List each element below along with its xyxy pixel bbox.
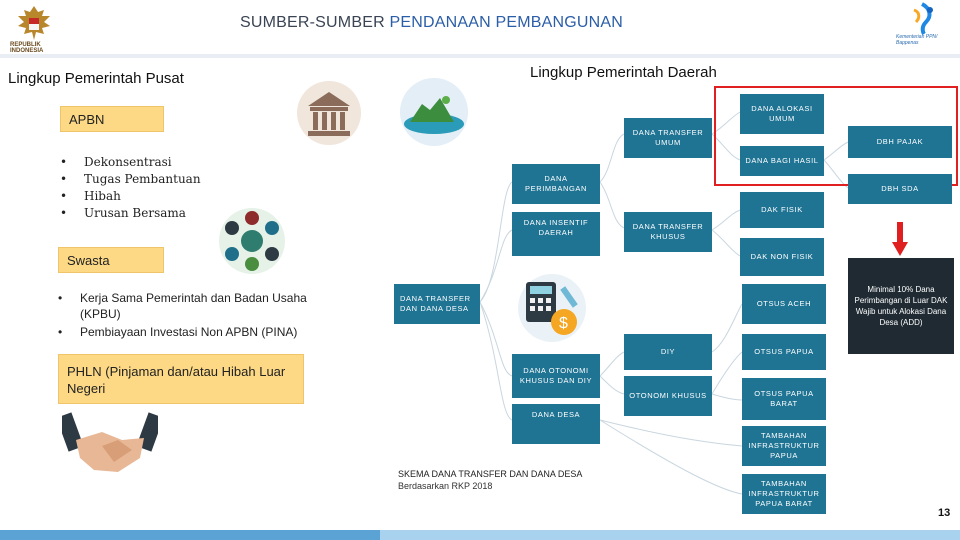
emblem-caption: REPUBLIK INDONESIA: [10, 42, 44, 54]
node-tambahan-infrastruktur-papua: TAMBAHAN INFRASTRUKTUR PAPUA: [742, 426, 826, 466]
garuda-emblem-icon: [18, 6, 50, 40]
header-bar: REPUBLIK INDONESIA SUMBER-SUMBER PENDANA…: [0, 0, 960, 58]
node-dana-perimbangan: DANA PERIMBANGAN: [512, 164, 600, 204]
phln-label-box: PHLN (Pinjaman dan/atau Hibah Luar Neger…: [58, 354, 304, 404]
list-item: Dekonsentrasi: [58, 154, 201, 171]
add-note-box: Minimal 10% Dana Perimbangan di Luar DAK…: [848, 258, 954, 354]
page-title: SUMBER-SUMBER PENDANAAN PEMBANGUNAN: [240, 14, 623, 32]
list-item: Pembiayaan Investasi Non APBN (PINA): [56, 324, 324, 340]
svg-text:$: $: [559, 315, 568, 332]
list-item: Urusan Bersama: [58, 205, 201, 222]
node-dak-fisik: DAK FISIK: [740, 192, 824, 228]
swasta-label: Swasta: [67, 252, 110, 268]
node-diy: DIY: [624, 334, 712, 370]
node-dana-transfer-dan-dana-desa: DANA TRANSFER DAN DANA DESA: [394, 284, 480, 324]
list-item: Hibah: [58, 188, 201, 205]
node-dana-transfer-umum: DANA TRANSFER UMUM: [624, 118, 712, 158]
node-otsus-papua-barat: OTSUS PAPUA BARAT: [742, 378, 826, 420]
footer-stripe: [0, 530, 960, 540]
node-dbh-sda: DBH SDA: [848, 174, 952, 204]
swasta-item-list: Kerja Sama Pemerintah dan Badan Usaha (K…: [56, 290, 324, 342]
node-dana-otonomi-khusus-dan-diy: DANA OTONOMI KHUSUS DAN DIY: [512, 354, 600, 398]
node-dana-bagi-hasil: DANA BAGI HASIL: [740, 146, 824, 176]
node-dana-alokasi-umum: DANA ALOKASI UMUM: [740, 94, 824, 134]
node-dana-desa: DANA DESA: [512, 404, 600, 444]
node-otsus-papua: OTSUS PAPUA: [742, 334, 826, 370]
phln-label: PHLN (Pinjaman dan/atau Hibah Luar Neger…: [67, 364, 286, 396]
list-item: Tugas Pembantuan: [58, 171, 201, 188]
calculator-money-icon: $: [518, 274, 586, 342]
ministry-caption: Kementerian PPN/ Bappenas: [896, 34, 938, 46]
network-people-icon: [219, 208, 285, 274]
scheme-caption-title: SKEMA DANA TRANSFER DAN DANA DESA: [398, 469, 583, 479]
node-dana-insentif-daerah: DANA INSENTIF DAERAH: [512, 212, 600, 256]
government-building-icon: [297, 81, 361, 145]
node-dbh-pajak: DBH PAJAK: [848, 126, 952, 158]
central-scope-title: Lingkup Pemerintah Pusat: [8, 70, 184, 87]
page-number: 13: [938, 507, 951, 519]
island-icon: [400, 78, 468, 146]
apbn-label-box: APBN: [60, 106, 164, 132]
alert-frame: [714, 86, 958, 186]
bappenas-logo-icon: [913, 2, 933, 36]
footer-stripe-light: [380, 530, 960, 540]
node-dak-non-fisik: DAK NON FISIK: [740, 238, 824, 276]
list-item: Kerja Sama Pemerintah dan Badan Usaha (K…: [56, 290, 324, 322]
scheme-caption-subtitle: Berdasarkan RKP 2018: [398, 481, 493, 491]
node-otonomi-khusus: OTONOMI KHUSUS: [624, 376, 712, 416]
regional-scope-title: Lingkup Pemerintah Daerah: [530, 64, 717, 81]
arrow-down-icon: [892, 222, 908, 256]
node-tambahan-infrastruktur-papua-barat: TAMBAHAN INFRASTRUKTUR PAPUA BARAT: [742, 474, 826, 514]
node-otsus-aceh: OTSUS ACEH: [742, 284, 826, 324]
swasta-label-box: Swasta: [58, 247, 164, 273]
node-dana-transfer-khusus: DANA TRANSFER KHUSUS: [624, 212, 712, 252]
apbn-label: APBN: [69, 111, 105, 127]
handshake-icon: [62, 412, 158, 472]
apbn-item-list: Dekonsentrasi Tugas Pembantuan Hibah Uru…: [58, 154, 201, 222]
title-main: SUMBER-SUMBER: [240, 14, 390, 31]
title-accent: PENDANAAN PEMBANGUNAN: [389, 14, 624, 31]
